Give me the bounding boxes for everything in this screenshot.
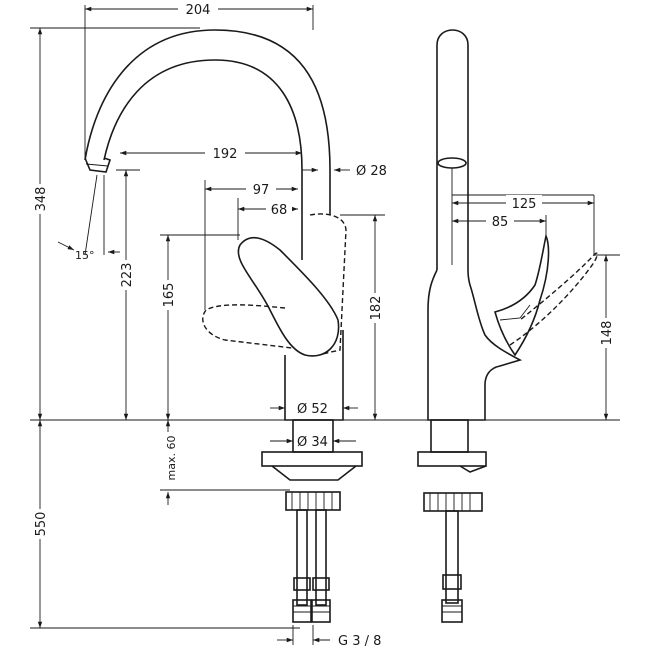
mounting-plate [261,451,363,467]
dim-spout-angle: 15° [75,249,95,262]
dim-max-thickness: max. 60 [165,436,178,481]
spout-body [84,29,331,215]
dim-hose-length: 550 [34,512,49,537]
side-nozzle [437,157,467,169]
dim-lever-reach: 68 [271,203,288,218]
dim-spout-reach: 192 [213,147,238,162]
dim-connection-thread: G 3 / 8 [338,634,381,649]
side-view: 125 85 148 [417,29,620,623]
spout-nozzle [84,157,112,173]
dim-handle-reach: 97 [253,183,270,198]
threaded-shank [285,491,341,511]
side-spout-column [436,29,469,270]
lever-handle-alternate [202,304,293,349]
front-view: 204 192 97 68 Ø 28 348 223 165 182 [30,1,620,649]
side-body [427,269,523,421]
dim-total-height: 348 [34,187,49,212]
dim-body-height: 182 [369,296,384,321]
lever-handle [237,236,340,357]
side-lever-open [509,252,598,346]
dim-spout-diameter: Ø 28 [356,164,387,179]
dim-lever-closed-reach: 85 [492,215,509,230]
dim-total-reach: 204 [186,3,211,18]
spout-body-rotated [309,213,347,356]
spout-inner [103,59,303,260]
dim-spout-height: 223 [120,263,135,288]
supply-hoses [292,509,331,623]
dim-shank-diameter: Ø 34 [297,435,328,450]
dim-base-diameter: Ø 52 [297,402,328,417]
dim-lever-open-height: 148 [600,321,615,346]
dim-lever-height: 165 [162,283,177,308]
side-mounting-plate [417,451,487,467]
dim-lever-open-reach: 125 [512,197,537,212]
side-lever [494,233,550,357]
